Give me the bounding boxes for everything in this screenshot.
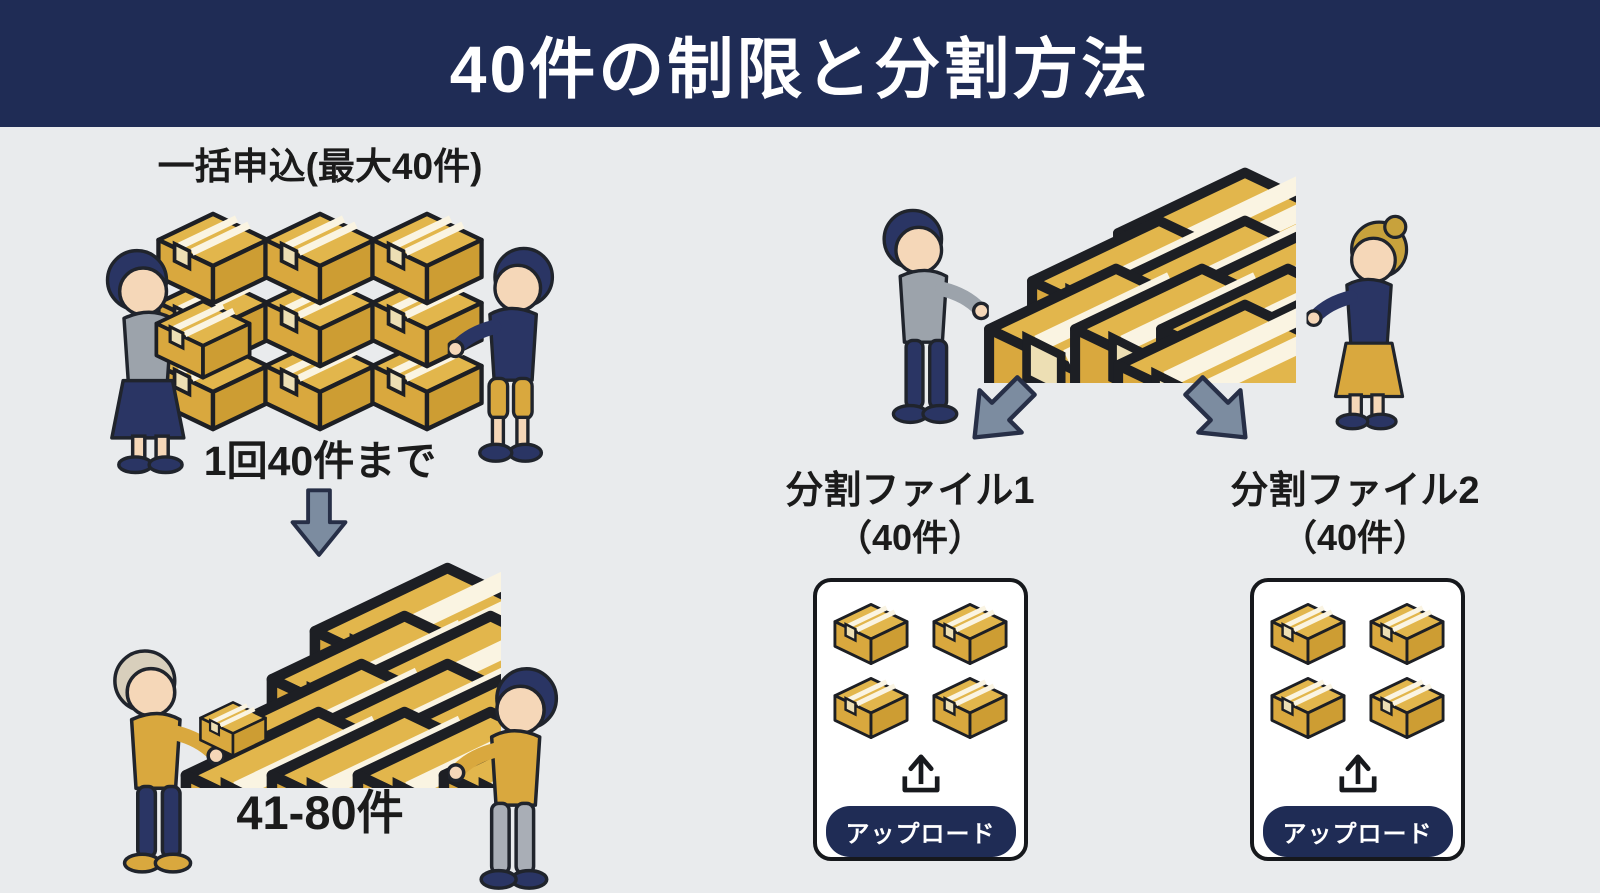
file-card-1: アップロード <box>813 578 1028 861</box>
person-woman-gold-skirt <box>1302 214 1432 432</box>
box-icon <box>830 602 912 666</box>
bulk-apply-label: 一括申込(最大40件) <box>157 146 483 187</box>
box-icon <box>1267 602 1349 666</box>
down-arrow-icon <box>285 488 353 558</box>
held-box-icon <box>196 700 270 758</box>
box-icon <box>1366 602 1448 666</box>
person-elder-woman-gold-top <box>92 642 224 880</box>
range-label: 41-80件 <box>236 786 404 839</box>
upload-button[interactable]: アップロード <box>1262 806 1453 857</box>
split-file-1-count: （40件） <box>835 517 985 558</box>
hair-bun <box>1383 214 1408 240</box>
box-icon <box>1267 676 1349 740</box>
card-2-boxes <box>1267 602 1448 740</box>
box-icon <box>929 602 1011 666</box>
split-file-2-count: （40件） <box>1280 517 1430 558</box>
card-1-boxes <box>830 602 1011 740</box>
box-icon <box>1366 676 1448 740</box>
file-card-2: アップロード <box>1250 578 1465 861</box>
person-man-navy-tee <box>446 240 576 468</box>
header-band: 40件の制限と分割方法 <box>0 0 1600 127</box>
split-file-2-label: 分割ファイル2 <box>1230 470 1480 512</box>
person-gold-top-gray-pants <box>446 660 581 893</box>
box-icon <box>830 676 912 740</box>
upload-button[interactable]: アップロード <box>825 806 1016 857</box>
upload-icon <box>893 750 949 796</box>
split-file-1-label: 分割ファイル1 <box>785 470 1035 512</box>
upload-icon <box>1330 750 1386 796</box>
per-batch-limit-label: 1回40件まで <box>203 438 437 484</box>
page-title: 40件の制限と分割方法 <box>449 31 1151 106</box>
held-box-icon <box>150 298 256 381</box>
box-icon <box>929 676 1011 740</box>
